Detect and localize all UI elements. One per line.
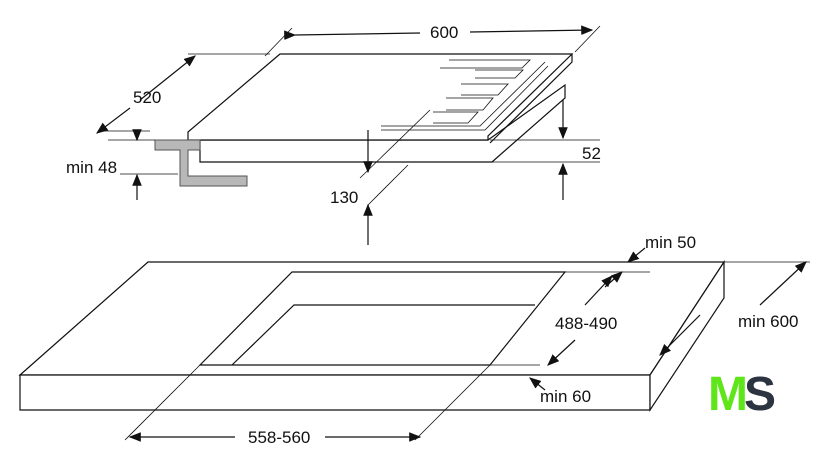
dim-520-label: 520 [133, 88, 161, 107]
countertop [18, 259, 726, 412]
dimension-520: 520 [96, 53, 270, 134]
dimension-600: 600 [264, 23, 601, 57]
hob [187, 53, 574, 163]
dimension-558-560: 558-560 [124, 364, 491, 447]
logo-m: M [708, 368, 748, 421]
dimension-min600: min 600 [659, 261, 807, 356]
dimension-min50: min 50 [565, 233, 810, 288]
dimension-488-490: 488-490 [547, 275, 617, 366]
dimension-min60: min 60 [490, 364, 591, 406]
dim-min48-label: min 48 [66, 158, 117, 177]
logo-s: S [744, 368, 776, 421]
dim-min50-label: min 50 [645, 233, 696, 252]
dim-600-label: 600 [430, 23, 458, 42]
mounting-bracket [154, 139, 248, 187]
dim-558-560-label: 558-560 [248, 428, 310, 447]
dimension-130: 130 [330, 109, 431, 245]
dim-min600-label: min 600 [738, 312, 798, 331]
countertop-side [649, 259, 725, 412]
dim-488-490-label: 488-490 [555, 314, 617, 333]
dimension-52: 52 [490, 100, 601, 200]
dimension-min48: min 48 [66, 129, 178, 200]
dim-min60-label: min 60 [540, 387, 591, 406]
dim-52-label: 52 [582, 144, 601, 163]
ms-logo: M S [708, 368, 776, 421]
dim-130-label: 130 [330, 188, 358, 207]
